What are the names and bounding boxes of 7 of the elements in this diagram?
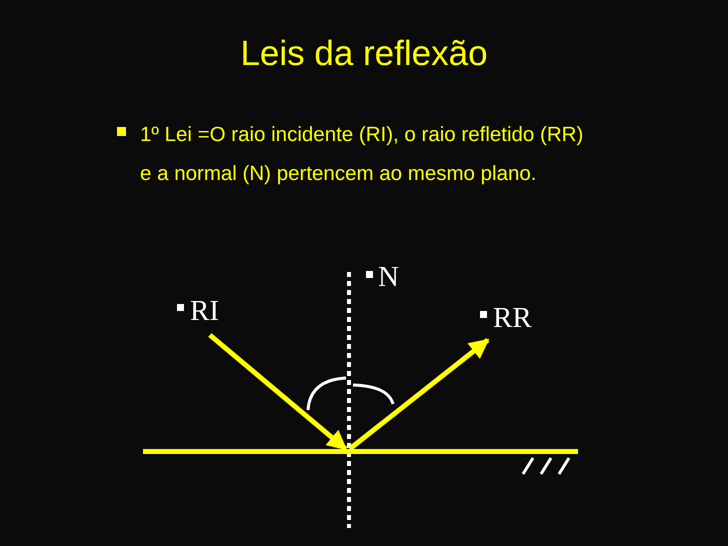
ray-label: RR: [493, 302, 532, 334]
light-ray-arrow: [348, 338, 490, 451]
bullet-text: 1º Lei =O raio incidente (RI), o raio refletido (RR) e a normal (N) pertencem ao mesmo plano.: [140, 122, 584, 186]
ray-label: RI: [190, 295, 219, 327]
light-ray-arrow: [208, 333, 348, 451]
slide-title: Leis da reflexão: [239, 33, 489, 75]
ray-label: N: [378, 261, 399, 293]
